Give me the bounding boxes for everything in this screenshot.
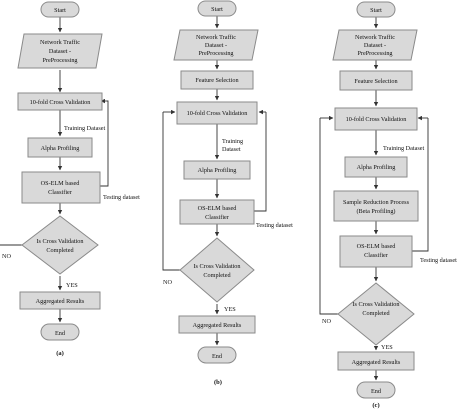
decision-node-b [179, 237, 255, 303]
training-dataset-label-b-1: Training [222, 138, 243, 145]
testing-dataset-label-b: Testing dataset [256, 222, 293, 229]
alpha-profiling-label-c: Alpha Profiling [357, 164, 396, 171]
sample-reduction-label-c-2: (Beta Profiling) [356, 208, 395, 215]
start-node-b [197, 0, 237, 17]
alpha-profiling-node-a [27, 137, 93, 158]
training-dataset-label-a: Training Dataset [64, 125, 105, 132]
no-loop-b [162, 112, 180, 271]
aggregated-node-c [337, 351, 415, 371]
classifier-label-a-1: OS-ELM based [41, 180, 81, 187]
no-loop-c [319, 118, 338, 315]
decision-label-a-2: Completed [46, 247, 74, 254]
end-node-a [40, 323, 80, 341]
classifier-label-b-1: OS-ELM based [198, 205, 238, 212]
start-label-a: Start [54, 7, 66, 14]
no-label-b: NO [163, 279, 172, 286]
caption-b: (b) [214, 379, 222, 386]
flowchart-a: Start Network Traffic Dataset - PreProce… [0, 1, 140, 357]
aggregated-label-a: Aggregated Results [36, 298, 85, 305]
dataset-label-b-3: PreProcessing [198, 50, 233, 57]
testing-loop-c [412, 118, 429, 252]
aggregated-label-c: Aggregated Results [352, 359, 401, 366]
decision-label-b-1: Is Cross Validation [194, 263, 241, 270]
dataset-label-a-1: Network Traffic [40, 39, 80, 46]
classifier-node-c [339, 235, 413, 268]
dataset-label-c-2: Dataset - [364, 42, 386, 49]
dataset-label-c-3: PreProcessing [357, 50, 392, 57]
sample-reduction-label-c-1: Sample Reduction Process [343, 199, 410, 206]
cross-validation-node-b [176, 101, 258, 125]
cross-validation-label-b: 10-fold Cross Validation [187, 110, 248, 117]
feature-selection-label-c: Feature Selection [354, 78, 397, 85]
dataset-node-c [332, 29, 418, 61]
feature-selection-node-c [339, 70, 413, 91]
start-label-c: Start [370, 7, 382, 14]
alpha-profiling-label-b: Alpha Profiling [198, 167, 237, 174]
feature-selection-node-b [180, 70, 254, 90]
sample-reduction-node-c [333, 190, 419, 222]
caption-c: (c) [372, 402, 379, 409]
yes-label-a: YES [66, 282, 78, 289]
training-dataset-label-c: Training Dataset [383, 145, 424, 152]
decision-node-c [337, 282, 415, 346]
feature-selection-label-b: Feature Selection [195, 77, 238, 84]
dataset-label-c-1: Network Traffic [355, 34, 395, 41]
testing-dataset-label-c: Testing dataset [420, 257, 457, 264]
testing-loop-b [254, 112, 267, 212]
decision-label-a-1: Is Cross Validation [37, 238, 84, 245]
classifier-label-b-2: Classifier [205, 214, 229, 221]
classifier-label-c-2: Classifier [364, 252, 388, 259]
aggregated-label-b: Aggregated Results [193, 322, 242, 329]
classifier-label-c-1: OS-ELM based [357, 243, 397, 250]
yes-label-c: YES [381, 344, 393, 351]
dataset-label-a-2: Dataset - [49, 48, 71, 55]
cross-validation-label-c: 10-fold Cross Validation [346, 116, 407, 123]
classifier-node-a [21, 171, 101, 204]
cross-validation-node-c [334, 107, 418, 131]
aggregated-node-a [19, 291, 101, 310]
alpha-profiling-label-a: Alpha Profiling [41, 145, 80, 152]
dataset-node-a [17, 33, 103, 69]
dataset-label-a-3: PreProcessing [42, 57, 77, 64]
classifier-label-a-2: Classifier [48, 189, 72, 196]
cross-validation-label-a: 10-fold Cross Validation [30, 99, 91, 106]
testing-loop-a [100, 100, 109, 187]
start-label-b: Start [211, 6, 223, 13]
yes-label-b: YES [224, 306, 236, 313]
end-node-c [356, 381, 396, 399]
end-label-a: End [55, 330, 66, 337]
alpha-profiling-node-b [183, 160, 251, 180]
classifier-node-b [179, 199, 255, 225]
no-label-c: NO [322, 318, 331, 325]
aggregated-node-b [178, 315, 256, 334]
dataset-label-b-1: Network Traffic [196, 34, 236, 41]
decision-label-c-2: Completed [362, 310, 390, 317]
end-node-b [197, 346, 237, 364]
caption-a: (a) [56, 350, 64, 357]
alpha-profiling-node-c [344, 156, 408, 178]
flowchart-c: Start Network Traffic Dataset - PreProce… [319, 1, 457, 409]
cross-validation-node-a [17, 92, 103, 111]
no-label-a: NO [2, 253, 11, 260]
decision-label-b-2: Completed [203, 272, 231, 279]
training-dataset-label-b-2: Dataset [222, 146, 241, 153]
flowchart-b: Start Network Traffic Dataset - PreProce… [162, 0, 293, 386]
start-node-c [356, 1, 396, 18]
dataset-label-b-2: Dataset - [205, 42, 227, 49]
dataset-node-b [173, 29, 259, 61]
end-label-c: End [371, 388, 382, 395]
start-node-a [40, 1, 80, 18]
decision-node-a [21, 215, 99, 275]
end-label-b: End [212, 353, 223, 360]
decision-label-c-1: Is Cross Validation [353, 301, 400, 308]
testing-dataset-label-a: Testing dataset [103, 194, 140, 201]
